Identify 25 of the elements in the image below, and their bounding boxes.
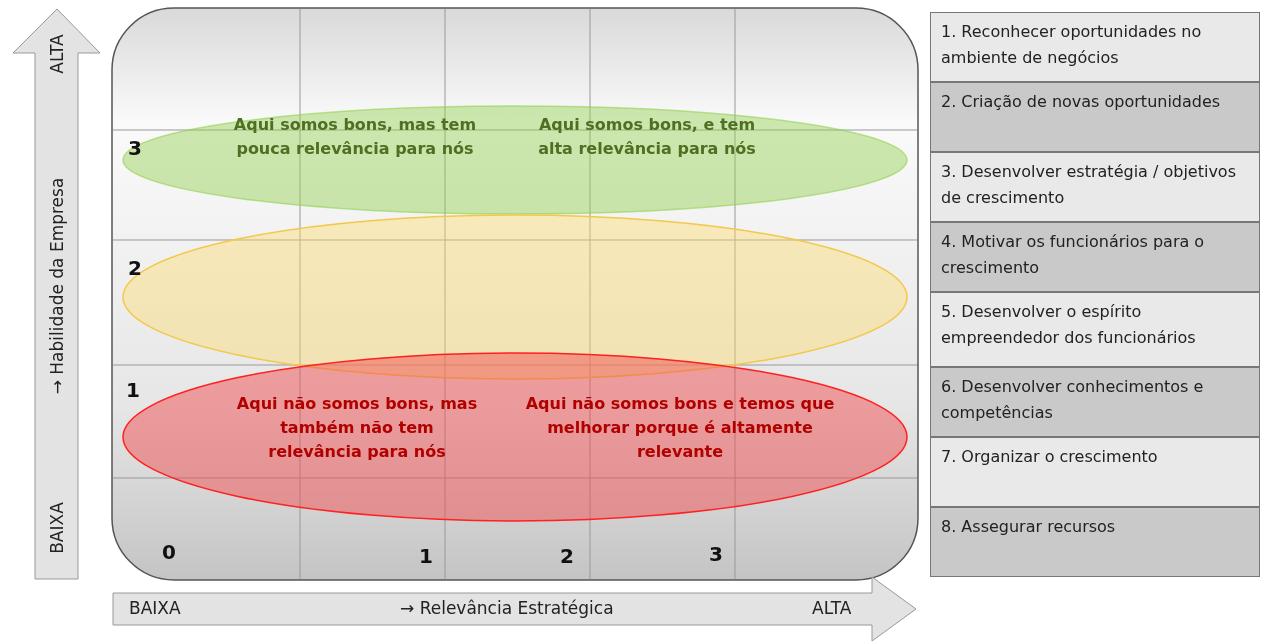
- list-item: 2. Criação de novas oportunidades: [930, 82, 1260, 152]
- axis-label: → Relevância Estratégica: [400, 598, 614, 618]
- scale-number: 2: [560, 544, 574, 568]
- axis-label: BAIXA: [129, 598, 181, 618]
- scale-number: 1: [419, 544, 433, 568]
- list-item: 7. Organizar o crescimento: [930, 437, 1260, 507]
- scale-number: 1: [126, 378, 140, 402]
- list-item: 6. Desenvolver conhecimentos e competências: [930, 367, 1260, 437]
- quadrant-text: Aqui não somos bons e temos que melhorar porque é altamente relevante: [525, 393, 835, 463]
- list-item: 8. Assegurar recursos: [930, 507, 1260, 577]
- quadrant-text: Aqui somos bons, mas tem pouca relevância para nós: [232, 114, 478, 160]
- quadrant-text: Aqui somos bons, e tem alta relevância para nós: [537, 114, 757, 160]
- axis-label: ALTA: [47, 34, 67, 74]
- scale-number: 3: [128, 136, 142, 160]
- scale-number: 0: [162, 540, 176, 564]
- axis-label: BAIXA: [47, 502, 67, 554]
- list-item: 1. Reconhecer oportunidades no ambiente de negócios: [930, 12, 1260, 82]
- list-item: 4. Motivar os funcionários para o crescimento: [930, 222, 1260, 292]
- list-item: 5. Desenvolver o espírito empreendedor dos funcionários: [930, 292, 1260, 367]
- axis-label: → Habilidade da Empresa: [47, 177, 67, 395]
- axis-label: ALTA: [812, 598, 852, 618]
- list-item: 3. Desenvolver estratégia / objetivos de crescimento: [930, 152, 1260, 222]
- quadrant-text: Aqui não somos bons, mas também não tem relevância para nós: [235, 393, 479, 463]
- scale-number: 3: [709, 542, 723, 566]
- scale-number: 2: [128, 256, 142, 280]
